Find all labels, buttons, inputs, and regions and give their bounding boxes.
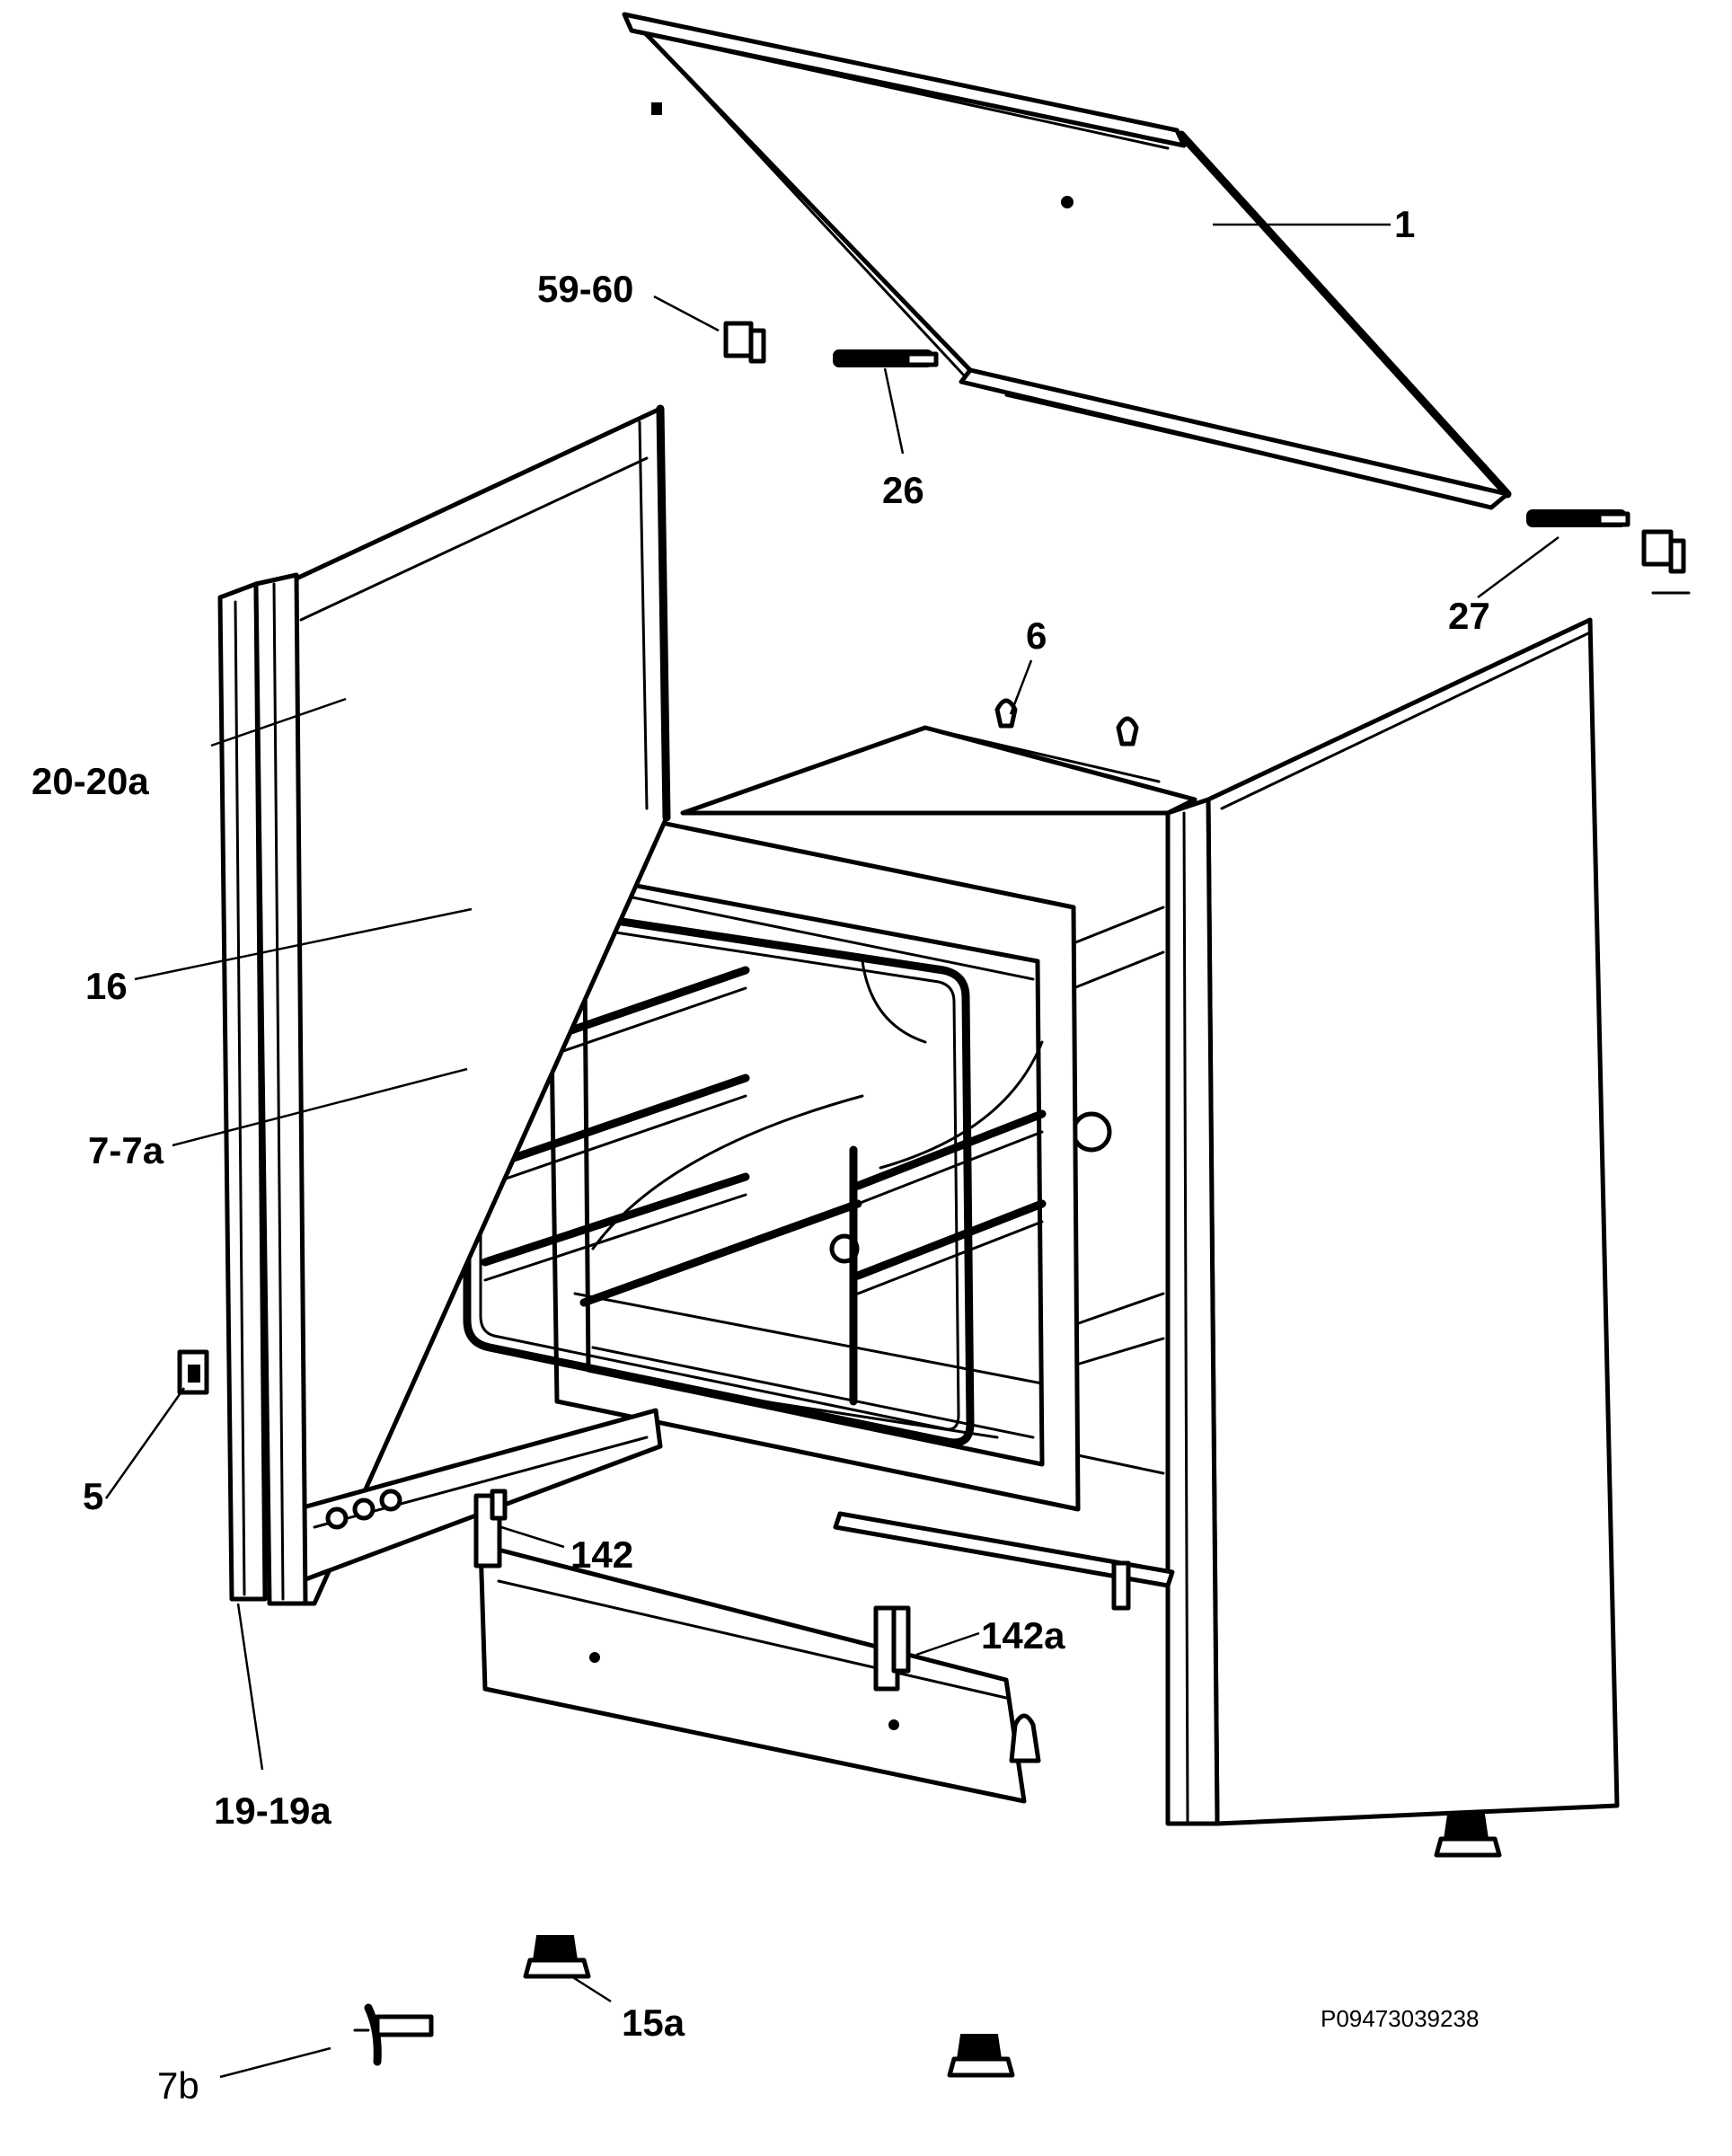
label-part-16: 16 bbox=[85, 965, 128, 1007]
drawing-code: P09473039238 bbox=[1321, 2005, 1479, 2032]
label-part-20-20a: 20-20a bbox=[31, 760, 149, 802]
bracket-part-142 bbox=[473, 1489, 508, 1568]
label-part-7-7a: 7-7a bbox=[88, 1129, 164, 1171]
hinge-part-27 bbox=[1526, 509, 1691, 595]
label-part-6: 6 bbox=[1026, 614, 1047, 657]
label-part-15a: 15a bbox=[622, 2001, 685, 2044]
leader-lines bbox=[104, 223, 1560, 2079]
inner-tub bbox=[680, 698, 1197, 1475]
bracket-part-59-60 bbox=[723, 321, 766, 364]
label-part-142: 142 bbox=[570, 1533, 633, 1576]
foot-bottom-right bbox=[1434, 1814, 1502, 1858]
label-part-5: 5 bbox=[83, 1475, 103, 1517]
base-rail bbox=[833, 1511, 1175, 1611]
pin-part-7b bbox=[353, 2003, 434, 2066]
label-part-59-60: 59-60 bbox=[537, 268, 633, 310]
kickplate bbox=[478, 1542, 1041, 1804]
foot-part-15a-left bbox=[523, 1935, 591, 1979]
hinge-part-26 bbox=[833, 349, 939, 367]
clip-part-5 bbox=[177, 1349, 209, 1395]
label-part-7b: 7b bbox=[157, 2064, 199, 2107]
door-seal-part-16 bbox=[463, 894, 975, 1447]
label-part-142a: 142a bbox=[981, 1614, 1065, 1657]
label-part-1: 1 bbox=[1394, 203, 1415, 245]
foot-bottom-center bbox=[947, 2034, 1015, 2078]
label-part-19-19a: 19-19a bbox=[214, 1789, 331, 1832]
right-side-panel bbox=[1165, 617, 1620, 1826]
top-panel-part-1 bbox=[622, 12, 1512, 510]
label-part-26: 26 bbox=[882, 469, 924, 511]
door-side-part-19-19a bbox=[217, 572, 308, 1606]
front-frame bbox=[545, 797, 1081, 1512]
rails-part-7-7a bbox=[481, 966, 1047, 1406]
label-part-27: 27 bbox=[1448, 595, 1490, 637]
bracket-part-142a bbox=[873, 1605, 911, 1692]
